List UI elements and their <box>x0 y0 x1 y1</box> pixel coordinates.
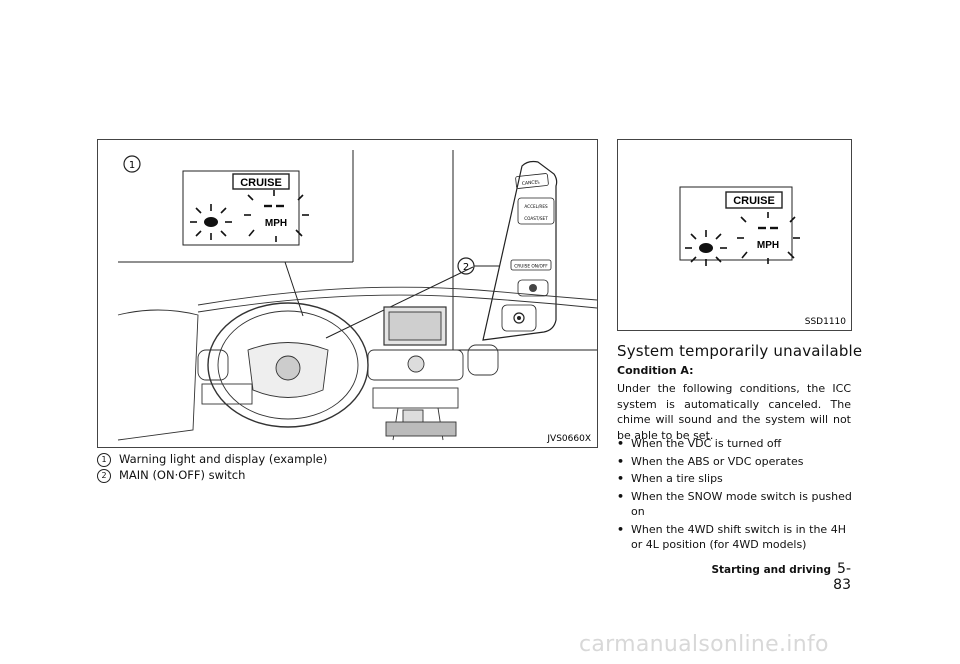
section-title: System temporarily unavailable <box>617 342 863 360</box>
accel-res-label: ACCEL/RES <box>524 204 548 209</box>
caption-1-text: Warning light and display (example) <box>119 452 328 466</box>
list-item: When a tire slips <box>617 471 857 487</box>
caption-1: 1 Warning light and display (example) <box>97 452 327 467</box>
main-figure: 1 CRUISE MPH <box>97 139 598 448</box>
list-item: When the ABS or VDC operates <box>617 454 857 470</box>
cruise-indicator-illustration: CRUISE MPH SSD1110 <box>679 186 847 327</box>
cancel-switch-label: CANCEL <box>522 179 541 187</box>
caption-2: 2 MAIN (ON·OFF) switch <box>97 468 245 483</box>
side-figure: CRUISE MPH SSD1110 <box>617 139 852 331</box>
watermark-text[interactable]: carmanualsonline.info <box>579 632 829 657</box>
list-item: When the SNOW mode switch is pushed on <box>617 489 857 520</box>
side-set-indicator-icon <box>685 230 727 266</box>
side-mph-label: MPH <box>757 240 779 251</box>
page-number: 5-83 <box>833 561 851 593</box>
callout-2-icon: 2 <box>457 257 475 275</box>
steering-switch-panel: CANCEL ACCEL/RES COAST/SET CRUISE ON/OFF <box>482 160 558 341</box>
section-paragraph: Under the following conditions, the ICC … <box>617 382 851 442</box>
figure-code: JVS0660X <box>546 434 591 444</box>
list-item: When the 4WD shift switch is in the 4H o… <box>617 522 857 553</box>
callout-1-icon: 1 <box>123 155 141 173</box>
cruise-onoff-label: CRUISE ON/OFF <box>514 264 548 270</box>
side-figure-code: SSD1110 <box>805 317 847 327</box>
caption-2-text: MAIN (ON·OFF) switch <box>119 468 246 482</box>
dashboard-illustration: 1 CRUISE MPH <box>117 150 597 444</box>
cruise-label: CRUISE <box>240 177 282 189</box>
condition-label: Condition A: <box>617 364 694 377</box>
set-indicator-icon <box>190 204 232 240</box>
caption-1-number: 1 <box>97 453 111 467</box>
list-item: When the VDC is turned off <box>617 436 857 452</box>
side-cruise-label: CRUISE <box>733 195 775 207</box>
footer-section-name: Starting and driving <box>711 564 832 576</box>
dashboard-sketch <box>117 286 597 441</box>
callout-1-number: 1 <box>129 160 135 171</box>
condition-list: When the VDC is turned off When the ABS … <box>617 436 857 555</box>
cruise-display-inset: CRUISE MPH <box>182 170 309 246</box>
caption-2-number: 2 <box>97 469 111 483</box>
callout-2-number: 2 <box>463 262 469 273</box>
mph-label: MPH <box>265 218 287 229</box>
coast-set-label: COAST/SET <box>524 216 548 221</box>
